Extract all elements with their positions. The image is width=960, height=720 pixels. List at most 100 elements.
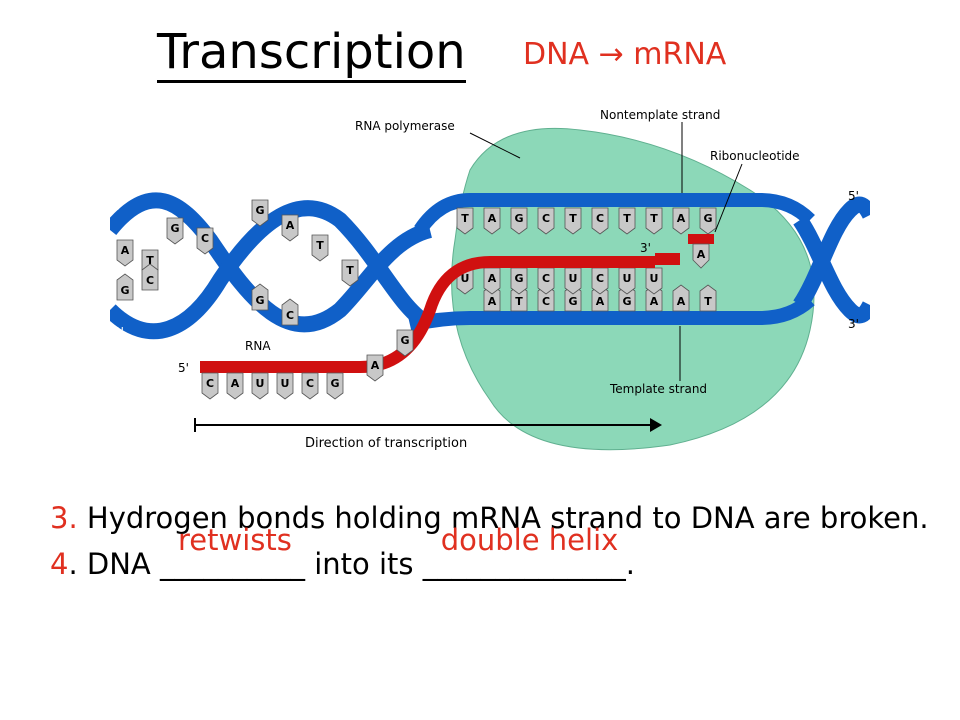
rna-bound-base-letter: U: [650, 272, 659, 285]
left-base-letter: G: [120, 284, 129, 297]
label-5prime-rna: 5': [178, 361, 189, 375]
rna-tail-base-letter: A: [231, 377, 240, 390]
template-base-letter: G: [622, 295, 631, 308]
step-3: 3. Hydrogen bonds holding mRNA strand to…: [50, 495, 930, 541]
nontemplate-base-letter: C: [596, 212, 604, 225]
left-base: C: [281, 298, 299, 326]
step-4: 4. DNA __________retwists into its _____…: [50, 523, 930, 587]
rna-tail-base: G: [396, 329, 414, 357]
left-base-letter: G: [170, 222, 179, 235]
rna-bound-base: U: [645, 267, 663, 295]
label-ribonucleotide: Ribonucleotide: [710, 149, 800, 163]
template-base-letter: A: [488, 295, 497, 308]
nontemplate-base-letter: G: [703, 212, 712, 225]
step-list: 3. Hydrogen bonds holding mRNA strand to…: [50, 495, 930, 587]
step-3-text: Hydrogen bonds holding mRNA strand to DN…: [86, 501, 929, 535]
incoming-base-letter: A: [697, 248, 706, 261]
template-base-letter: A: [677, 295, 686, 308]
left-base-letter: G: [255, 204, 264, 217]
left-helix-strand-b: [110, 200, 435, 340]
label-template-strand: Template strand: [609, 382, 707, 396]
left-base: T: [311, 234, 329, 262]
label-5prime-right: 5': [848, 189, 859, 203]
nontemplate-base: G: [510, 207, 528, 235]
blank-2: ______________double helix: [422, 523, 626, 587]
template-base-letter: A: [596, 295, 605, 308]
label-3prime-rna: 3': [640, 241, 651, 255]
slide-subtitle: DNA → mRNA: [523, 37, 727, 72]
incoming-ribonucleotide: A: [688, 234, 714, 269]
rna-bound-base: U: [618, 267, 636, 295]
rna-bound-base: U: [564, 267, 582, 295]
left-base-letter: A: [286, 219, 295, 232]
nontemplate-base-letter: G: [514, 212, 523, 225]
left-base: A: [281, 214, 299, 242]
rna-tail-base-letter: C: [206, 377, 214, 390]
left-base-letter: T: [146, 254, 154, 267]
nontemplate-base: A: [483, 207, 501, 235]
template-base: T: [699, 284, 717, 312]
nontemplate-base: T: [564, 207, 582, 235]
template-base: A: [672, 284, 690, 312]
rna-tail-base-letter: G: [400, 334, 409, 347]
blank-1-underline: __________: [159, 547, 305, 581]
direction-arrow: [194, 418, 662, 432]
answer-retwists: retwists: [177, 523, 292, 557]
rna-tail-base: C: [301, 372, 319, 400]
left-base-letter: C: [286, 309, 294, 322]
rna-bound-base: G: [510, 267, 528, 295]
template-base-letter: C: [542, 295, 550, 308]
nontemplate-base-letter: A: [488, 212, 497, 225]
left-base-letter: G: [255, 294, 264, 307]
left-base-letter: C: [146, 274, 154, 287]
rna-tail-base-letter: G: [330, 377, 339, 390]
left-base: A: [116, 239, 134, 267]
left-base: C: [141, 263, 159, 291]
slide-title: Transcription: [157, 28, 466, 83]
template-base-letter: A: [650, 295, 659, 308]
rna-bound-base-letter: A: [488, 272, 497, 285]
label-nontemplate-strand: Nontemplate strand: [600, 108, 720, 122]
template-base-letter: G: [568, 295, 577, 308]
rna-tail-base-letter: A: [371, 359, 380, 372]
label-rna: RNA: [245, 339, 271, 353]
rna-end-segment: [655, 253, 680, 265]
rna-bound-base-letter: C: [596, 272, 604, 285]
right-helix-strand-a: [793, 215, 870, 324]
label-direction-of-transcription: Direction of transcription: [305, 436, 467, 451]
nontemplate-base-letter: T: [650, 212, 658, 225]
nontemplate-base-letter: C: [542, 212, 550, 225]
blank-2-underline: ______________: [422, 547, 626, 581]
rna-tail-base-letter: U: [281, 377, 290, 390]
nontemplate-base: G: [699, 207, 717, 235]
nontemplate-base: T: [456, 207, 474, 235]
step-4-text-part-3: .: [625, 547, 635, 581]
nontemplate-base: T: [618, 207, 636, 235]
rna-tail-base: G: [326, 372, 344, 400]
left-base-letter: C: [201, 232, 209, 245]
nontemplate-base-letter: T: [623, 212, 631, 225]
nontemplate-base: A: [672, 207, 690, 235]
rna-tail-base: U: [276, 372, 294, 400]
nontemplate-strand: [414, 193, 815, 235]
answer-double-helix: double helix: [440, 523, 619, 557]
nontemplate-base-letter: T: [461, 212, 469, 225]
left-base-letter: A: [121, 244, 130, 257]
rna-tail-base: A: [226, 372, 244, 400]
rna-tail-base-letter: U: [256, 377, 265, 390]
rna-bound-base: C: [591, 267, 609, 295]
nontemplate-base-letter: T: [569, 212, 577, 225]
rna-bound-base: A: [483, 267, 501, 295]
left-base: G: [251, 199, 269, 227]
rna-bound-base-letter: G: [514, 272, 523, 285]
nontemplate-base: C: [591, 207, 609, 235]
left-base: C: [196, 227, 214, 255]
nontemplate-base-letter: A: [677, 212, 686, 225]
rna-tail-base: C: [201, 372, 219, 400]
label-3prime-right: 3': [848, 317, 859, 331]
nontemplate-base: T: [645, 207, 663, 235]
left-base-letter: T: [346, 264, 354, 277]
